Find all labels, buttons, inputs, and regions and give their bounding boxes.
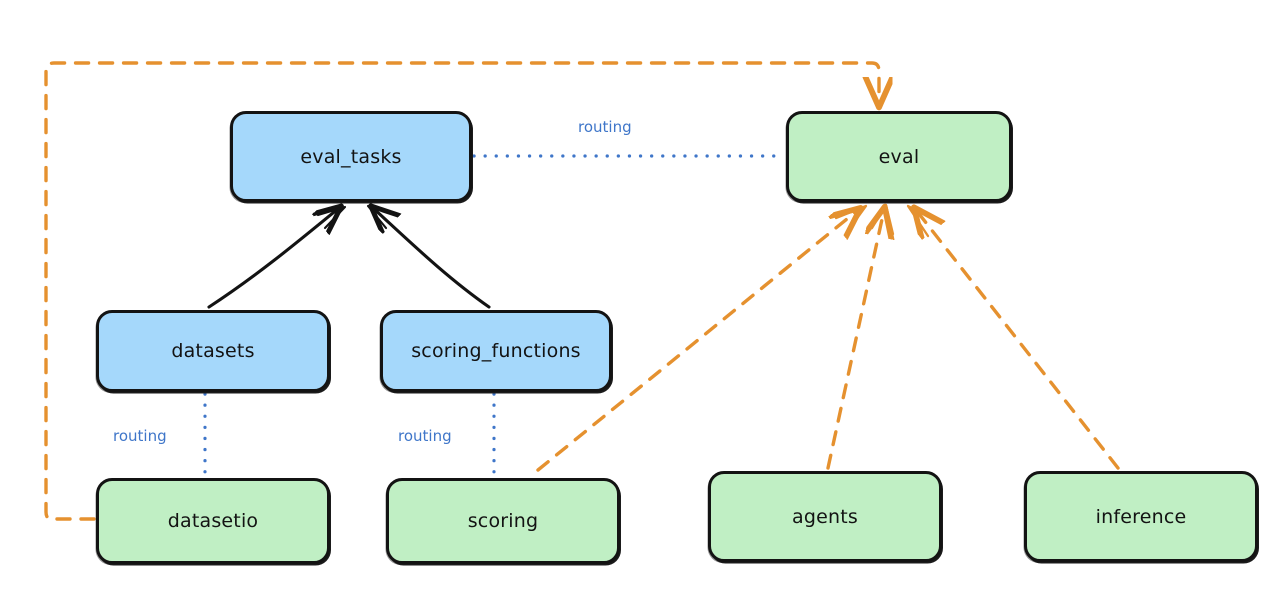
node-scoring_functions[interactable]: scoring_functions — [380, 310, 612, 392]
node-datasets-label: datasets — [171, 340, 255, 362]
node-datasets[interactable]: datasets — [96, 310, 330, 392]
node-scoring[interactable]: scoring — [386, 478, 620, 564]
node-scoring_functions-label: scoring_functions — [411, 340, 581, 362]
edge-label-routing-datasets-datasetio: routing — [113, 427, 167, 445]
edge-scoring-eval-arrowhead-extra — [834, 204, 868, 237]
edge-label-routing-eval_tasks-eval: routing — [578, 118, 632, 136]
node-eval[interactable]: eval — [786, 111, 1012, 202]
node-datasetio[interactable]: datasetio — [96, 478, 330, 564]
edge-agents-eval-arrowhead-extra — [870, 203, 895, 236]
edge-scoring_functions-eval_tasks — [373, 208, 491, 309]
edge-datasets-eval_tasks-arrowhead-extra — [316, 205, 347, 230]
edge-scoring_functions-eval_tasks-arrowhead-extra — [366, 204, 394, 230]
edge-inference-eval-arrowhead-extra — [906, 204, 938, 238]
edge-agents-eval — [826, 210, 884, 470]
edge-inference-eval — [916, 210, 1120, 470]
node-eval_tasks[interactable]: eval_tasks — [230, 111, 472, 202]
node-eval-label: eval — [878, 145, 920, 168]
edge-datasets-eval_tasks — [207, 208, 339, 309]
node-scoring-label: scoring — [467, 510, 539, 532]
node-inference[interactable]: inference — [1024, 471, 1258, 562]
node-agents[interactable]: agents — [708, 471, 942, 562]
node-inference-label: inference — [1095, 505, 1187, 528]
node-datasetio-label: datasetio — [167, 510, 259, 532]
edge-label-routing-scoring_functions-scoring: routing — [398, 427, 452, 445]
node-agents-label: agents — [792, 505, 858, 528]
node-eval_tasks-label: eval_tasks — [300, 145, 402, 168]
